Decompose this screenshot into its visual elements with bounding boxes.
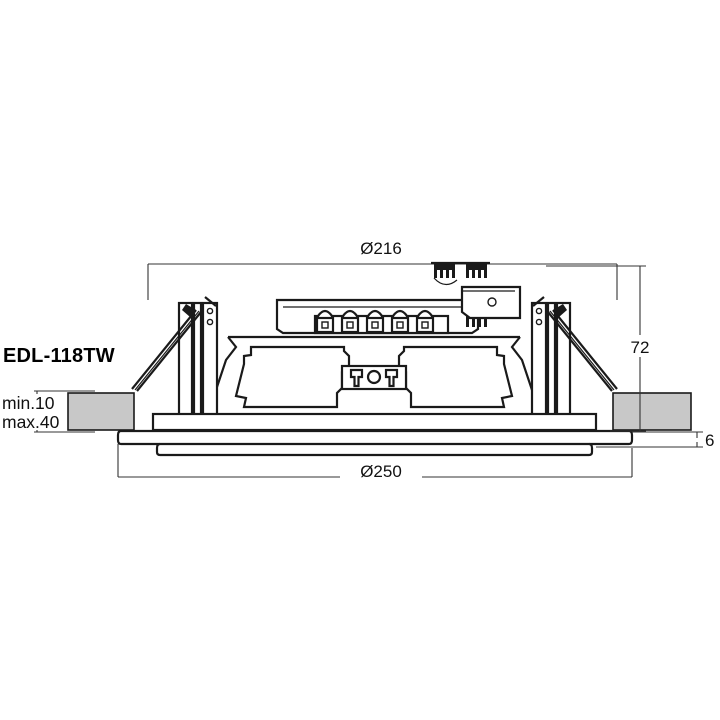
cable-clamp-upper: [431, 261, 490, 286]
spring-tail-right: [532, 296, 545, 307]
terminal-screw-3: [371, 321, 379, 329]
terminal-block-assembly: [275, 298, 480, 335]
terminal-screw-1: [321, 321, 329, 329]
cone-profile-right: [397, 345, 514, 409]
spring-arm-left-a: [131, 309, 197, 390]
terminal-screw-4: [396, 321, 404, 329]
screw-terminal-3: [365, 309, 385, 334]
spring-arm-right-mid: [549, 310, 615, 391]
spring-pivot-left: [182, 304, 196, 317]
side-mount-plate: [460, 285, 522, 320]
dimension-outer-diameter: Ø216: [147, 236, 618, 300]
ceiling-panel-right-body: [612, 392, 692, 431]
dim-label-bg-72: [623, 335, 657, 357]
ceiling-panel-left-body: [67, 392, 135, 431]
screw-terminal-4: [390, 309, 410, 334]
dim-label-bg-216: [340, 236, 422, 258]
flange-outer-ring: [116, 429, 634, 446]
terminal-screw-5: [421, 321, 429, 329]
screw-terminal-2: [340, 309, 360, 334]
ceiling-panel-left: [67, 392, 135, 431]
basket-wall-right: [510, 336, 537, 400]
mounting-bracket-right: [530, 296, 618, 426]
speaker-body-assembly: [211, 335, 537, 409]
bracket-hole-right-2: [535, 318, 543, 326]
mounting-flange-assembly: [116, 412, 634, 457]
side-mount-plate-hole: [487, 297, 497, 307]
flange-base-plate: [151, 412, 598, 432]
clamp-teeth-upper-left: [434, 264, 455, 278]
bracket-post-right-mid: [546, 301, 557, 426]
spring-arm-left-mid: [134, 310, 200, 391]
mounting-bracket-left: [131, 296, 219, 426]
ceiling-min-label: min.10: [2, 393, 55, 413]
dimension-label-250: Ø250: [360, 462, 402, 481]
dimension-label-216: Ø216: [360, 239, 402, 258]
bracket-post-left-mid: [192, 301, 203, 426]
cone-profile-left: [234, 345, 351, 409]
ceiling-panel-right: [612, 392, 692, 431]
dimension-ceiling-thickness: min.10 max.40: [0, 390, 95, 433]
dimension-label-6: 6: [705, 431, 714, 450]
clamp-loop-upper: [433, 277, 458, 286]
dimension-label-72: 72: [631, 338, 650, 357]
magnet-clip-right: [384, 368, 399, 388]
dimension-flange-thickness: 6: [596, 431, 714, 450]
pole-piece-hole: [366, 369, 382, 385]
spring-arm-right-b: [547, 311, 613, 392]
product-model-label: EDL-118TW: [3, 345, 115, 367]
bracket-hole-right-1: [535, 307, 543, 315]
dimension-flange-diameter: Ø250: [117, 444, 633, 481]
screw-terminal-5: [415, 309, 435, 334]
basket-wall-left: [211, 336, 238, 400]
bracket-hole-left-1: [206, 307, 214, 315]
magnet-clip-left: [349, 368, 364, 388]
ceiling-max-label: max.40: [2, 412, 60, 432]
spring-arm-right-a: [552, 309, 618, 390]
screw-terminal-1: [315, 309, 335, 334]
dim-label-bg-ceiling: [0, 394, 66, 430]
clamp-teeth-upper-right: [466, 264, 487, 278]
dimension-body-height: 72: [546, 265, 657, 432]
flange-inner-lip: [155, 442, 594, 457]
spring-tail-left: [204, 296, 217, 307]
spring-pivot-right: [553, 304, 567, 317]
bracket-hole-left-2: [206, 318, 214, 326]
dim-label-bg-250: [340, 459, 422, 481]
terminal-screw-2: [346, 321, 354, 329]
spring-arm-left-b: [136, 311, 202, 392]
